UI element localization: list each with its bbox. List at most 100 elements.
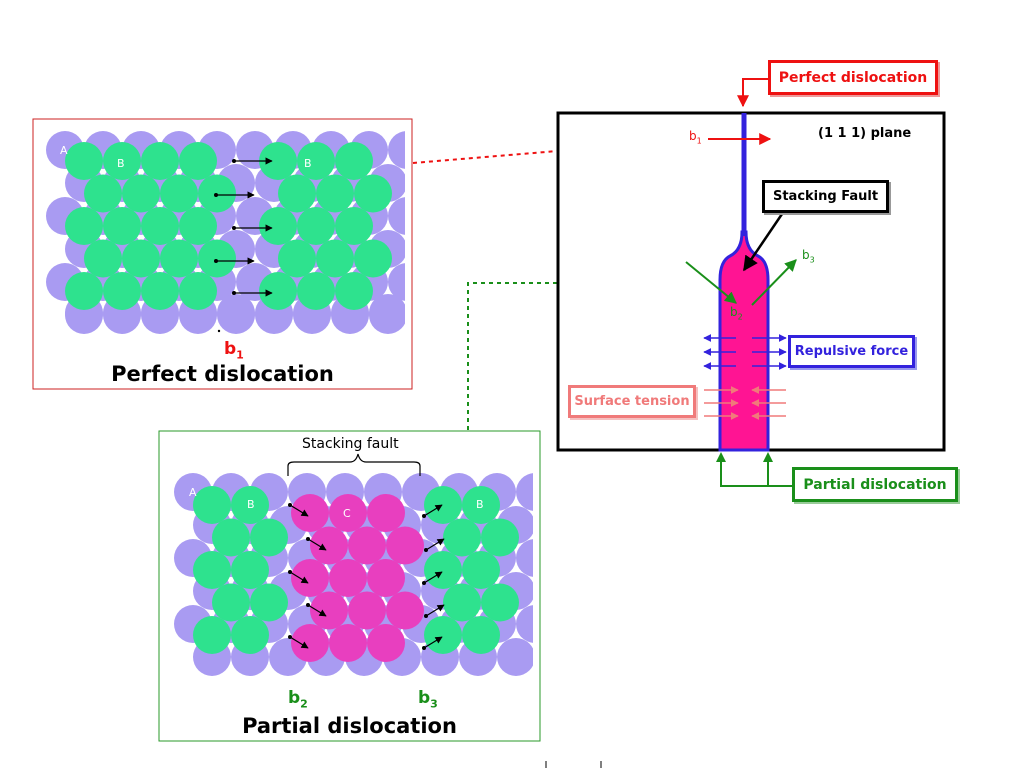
layer-b-atom xyxy=(424,551,462,589)
layer-b-atom xyxy=(212,518,250,557)
partial-burgers-b3-label: b3 xyxy=(418,688,438,711)
layer-c-atom xyxy=(310,526,348,565)
b2-slip-vector xyxy=(307,538,327,551)
perfect-panel-frame xyxy=(32,118,413,390)
layer-b-atom xyxy=(297,207,335,245)
layer-c-atom xyxy=(348,591,386,630)
layer-a-atom xyxy=(388,197,405,235)
layer-c-atom xyxy=(291,559,329,597)
schematic-b1-label: b1 xyxy=(689,129,702,146)
layer-b-atom xyxy=(103,142,141,180)
layer-b-atom xyxy=(259,142,297,180)
layer-a-atom xyxy=(407,230,445,268)
layer-b-atom xyxy=(193,486,231,524)
layer-a-atom xyxy=(407,296,445,334)
b2-slip-vector xyxy=(289,571,309,584)
layer-b-atom xyxy=(481,583,519,622)
layer-b-atom xyxy=(259,272,297,310)
partial-burgers-b2-label: b2 xyxy=(288,688,308,711)
partial-panel-frame xyxy=(158,430,541,742)
layer-b-atom xyxy=(443,518,481,557)
perfect-layer-b-label-1: B xyxy=(117,157,125,170)
layer-b-atom xyxy=(231,486,269,524)
schematic-b3-label: b3 xyxy=(802,248,815,265)
layer-b-atom xyxy=(335,142,373,180)
b2-arrow xyxy=(685,261,737,304)
layer-b-atom xyxy=(462,616,500,654)
layer-a-atom xyxy=(535,638,573,676)
layer-b-atom xyxy=(103,272,141,310)
layer-b-atom xyxy=(65,207,103,245)
layer-b-atom xyxy=(198,239,236,278)
layer-b-atom xyxy=(250,583,288,622)
partial-pointer-head-right xyxy=(763,452,773,462)
perfect-layer-b-label-2: B xyxy=(304,157,312,170)
layer-b-atom xyxy=(231,616,269,654)
layer-c-atom xyxy=(386,591,424,630)
layer-c-atom xyxy=(310,591,348,630)
layer-b-atom xyxy=(278,239,316,278)
layer-c-atom xyxy=(291,624,329,662)
partial-layer-c-label: C xyxy=(343,507,351,520)
layer-b-atom xyxy=(297,272,335,310)
stacking-fault-box-label: Stacking Fault xyxy=(762,180,889,213)
layer-a-atom xyxy=(388,263,405,301)
layer-c-atom xyxy=(386,526,424,565)
perfect-atoms xyxy=(46,131,445,334)
partial-layer-b-label-1: B xyxy=(247,498,255,511)
layer-b-atom xyxy=(84,239,122,278)
b3-slip-vector xyxy=(425,538,445,551)
b3-slip-vector xyxy=(423,571,443,584)
layer-b-atom xyxy=(335,272,373,310)
layer-b-atom xyxy=(316,174,354,213)
schematic-b2-label: b2 xyxy=(730,305,743,322)
layer-b-atom xyxy=(424,486,462,524)
perfect-dislocation-pointer xyxy=(737,78,768,108)
partial-slip-vectors xyxy=(288,503,445,650)
layer-b-atom xyxy=(84,174,122,213)
layer-a-atom xyxy=(369,294,405,332)
surface-tension-label: Surface tension xyxy=(568,385,696,418)
layer-c-atom xyxy=(348,526,386,565)
partial-layer-a-label: A xyxy=(189,486,197,499)
layer-a-atom xyxy=(535,506,573,544)
layer-b-atom xyxy=(160,174,198,213)
stray-dot xyxy=(217,329,221,333)
stacking-fault-ribbon xyxy=(718,230,770,452)
layer-b-atom xyxy=(231,551,269,589)
stacking-fault-label: Stacking fault xyxy=(302,436,399,452)
layer-b-atom xyxy=(65,272,103,310)
layer-c-atom xyxy=(367,624,405,662)
repulsive-force-arrows xyxy=(703,334,787,370)
b3-slip-vector xyxy=(423,504,443,517)
b3-arrow xyxy=(751,259,797,306)
layer-c-atom xyxy=(291,494,329,532)
perfect-layer-a-label: A xyxy=(60,144,68,157)
layer-c-atom xyxy=(329,559,367,597)
partial-dislocation-label: Partial dislocation xyxy=(792,467,958,502)
layer-a-atom xyxy=(388,131,405,169)
layer-a-atom xyxy=(516,605,533,643)
b3-slip-vector xyxy=(425,604,445,617)
b2-slip-vector xyxy=(289,504,309,517)
layer-b-atom xyxy=(462,551,500,589)
layer-b-atom xyxy=(424,616,462,654)
b2-slip-vector xyxy=(289,636,309,649)
layer-b-atom xyxy=(354,174,392,213)
surface-tension-arrows xyxy=(704,386,786,420)
layer-b-atom xyxy=(141,272,179,310)
layer-b-atom xyxy=(160,239,198,278)
layer-a-atom xyxy=(217,294,255,332)
b3-slip-vector xyxy=(423,636,443,649)
layer-b-atom xyxy=(193,551,231,589)
layer-b-atom xyxy=(141,142,179,180)
layer-a-atom xyxy=(516,473,533,511)
layer-b-atom xyxy=(65,142,103,180)
layer-a-atom xyxy=(497,638,533,676)
b2-slip-vector xyxy=(307,604,327,617)
layer-c-atom xyxy=(329,624,367,662)
layer-b-atom xyxy=(335,207,373,245)
layer-b-atom xyxy=(297,142,335,180)
layer-b-atom xyxy=(250,518,288,557)
